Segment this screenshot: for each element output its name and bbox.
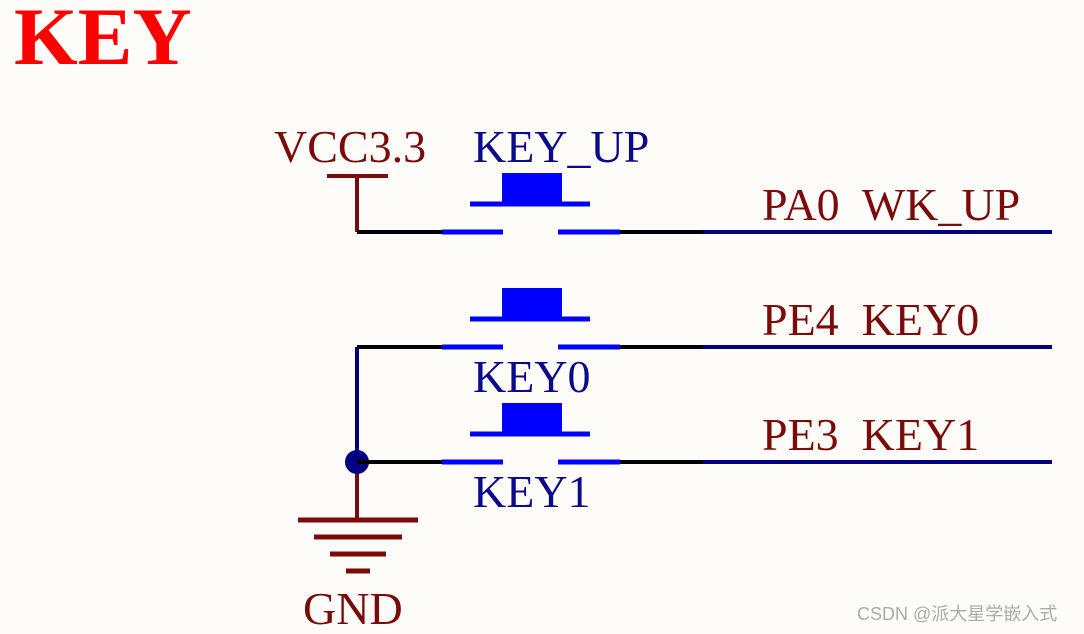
net-label-pe4: PE4 KEY0 (762, 294, 979, 345)
schematic-title: KEY (14, 0, 192, 82)
watermark: CSDN @派大星学嵌入式 (857, 604, 1057, 624)
ground-symbol: GND (298, 517, 418, 634)
switch-label-key1: KEY1 (473, 466, 591, 517)
ground-label: GND (303, 583, 403, 634)
switch-key-up: KEY_UP PA0 WK_UP (357, 121, 1052, 235)
net-label-pa0: PA0 WK_UP (762, 179, 1020, 230)
switch-label-key0: KEY0 (473, 351, 591, 402)
switch-label-key-up: KEY_UP (473, 121, 649, 172)
net-label-pe3: PE3 KEY1 (762, 409, 979, 460)
switch-key0: KEY0 PE4 KEY0 (357, 288, 1052, 402)
switch-key1: KEY1 PE3 KEY1 (357, 403, 1052, 517)
power-label: VCC3.3 (274, 121, 426, 172)
power-symbol: VCC3.3 (274, 121, 426, 232)
